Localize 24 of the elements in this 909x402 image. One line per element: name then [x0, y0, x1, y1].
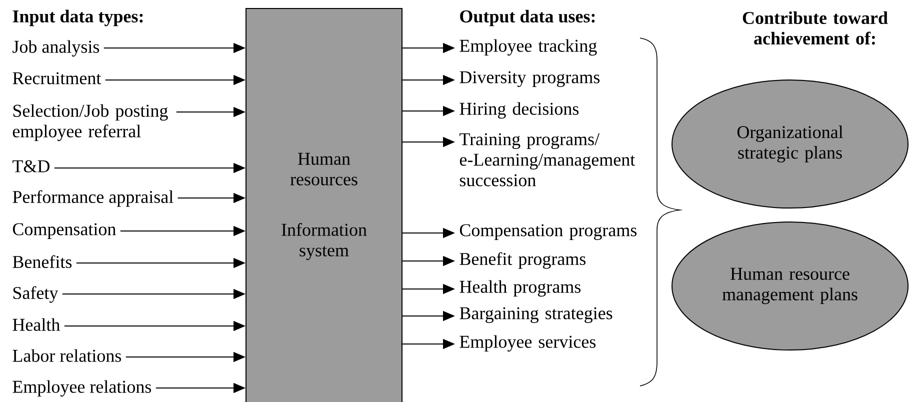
input-label: Recruitment — [12, 72, 102, 84]
input-label: Job analysis — [12, 40, 100, 57]
heading: Contribute toward achievement of: — [742, 11, 888, 45]
input-label: T&D — [12, 160, 50, 172]
input-label: Benefits — [12, 255, 72, 268]
output-label: Health programs — [460, 280, 581, 297]
input-label: Health — [12, 318, 60, 331]
system-box: Human resources Information system — [246, 8, 402, 402]
input-label: Performance appraisal — [12, 190, 174, 207]
output-label: Training programs/ e-Learning/management succession — [460, 133, 636, 186]
input-label: Safety — [13, 286, 58, 303]
heading: Input data types: — [12, 10, 143, 26]
output-label: Compensation programs — [460, 224, 637, 240]
heading: Output data uses: — [460, 10, 595, 26]
input-label: Labor relations — [12, 349, 122, 362]
input-label: Employee relations — [12, 380, 152, 397]
input-label: Selection/Job posting employee referral — [12, 104, 168, 142]
output-label: Benefit programs — [460, 252, 586, 269]
output-label: Employee services — [460, 335, 596, 352]
output-label: Hiring decisions — [460, 102, 579, 119]
output-label: Employee tracking — [460, 39, 597, 56]
output-label: Bargaining strategies — [460, 307, 612, 323]
input-label: Compensation — [12, 223, 116, 239]
output-label: Diversity programs — [460, 71, 600, 87]
